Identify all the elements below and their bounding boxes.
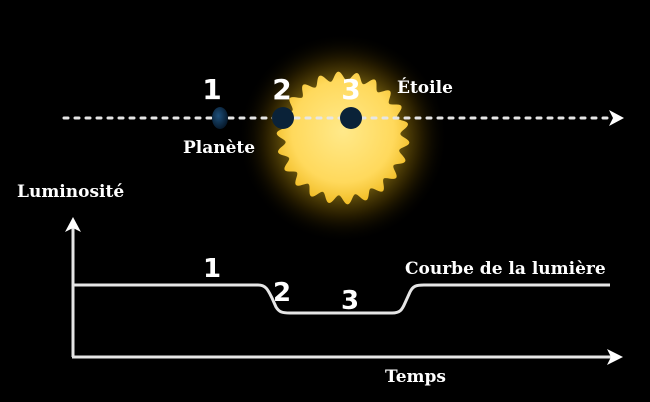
orbit-arrow-icon xyxy=(609,110,624,126)
position-label-1: 1 xyxy=(202,73,221,106)
curve-marker-3: 3 xyxy=(341,286,359,316)
y-axis-label: Luminosité xyxy=(17,182,124,202)
curve-marker-1: 1 xyxy=(203,254,221,284)
position-label-2: 2 xyxy=(272,73,291,106)
y-axis-arrow-icon xyxy=(65,217,81,232)
curve-marker-2: 2 xyxy=(273,278,291,308)
star xyxy=(276,71,410,205)
light-curve xyxy=(73,283,610,315)
planet-label: Planète xyxy=(183,138,255,158)
x-axis-label: Temps xyxy=(385,367,446,387)
x-axis-arrow-icon xyxy=(607,349,623,365)
planet-position-3 xyxy=(340,107,362,129)
position-label-3: 3 xyxy=(341,73,360,106)
planet-position-2 xyxy=(272,107,294,129)
curve-label: Courbe de la lumière xyxy=(405,259,606,279)
star-label: Étoile xyxy=(397,77,453,98)
planet-position-1 xyxy=(212,107,228,129)
